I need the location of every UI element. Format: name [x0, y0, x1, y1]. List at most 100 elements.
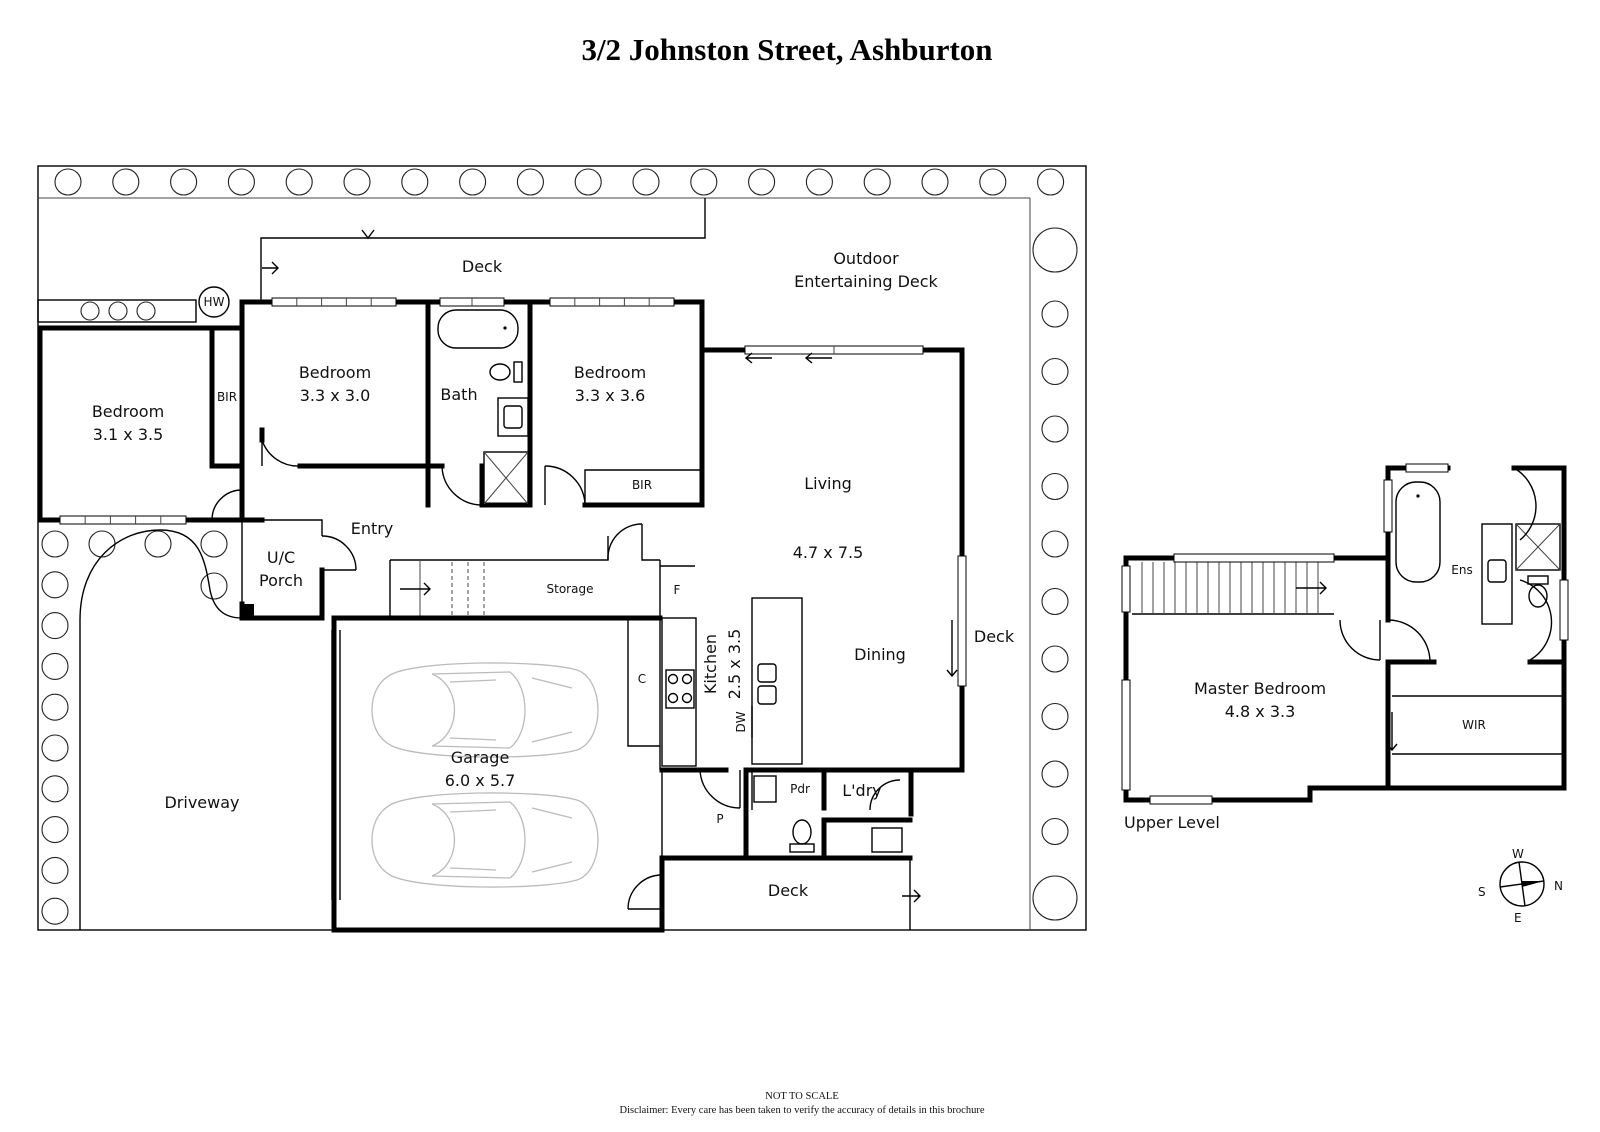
tree-icon [516, 168, 544, 196]
compass-e: E [1514, 911, 1522, 925]
toilet-cistern-icon [1527, 575, 1549, 585]
tree-icon [41, 652, 69, 680]
tree-icon [1041, 530, 1069, 558]
shrub-row [80, 301, 156, 321]
bedroom-right-size: 3.3 x 3.6 [575, 386, 646, 405]
tree-row-top [54, 168, 1065, 196]
tree-icon [574, 168, 602, 196]
bath-label: Bath [440, 385, 477, 404]
bir-right-label: BIR [632, 478, 652, 492]
vanity-icon [1481, 523, 1513, 625]
stairs-arrow-icon [1296, 581, 1327, 595]
hot-water-unit-icon [198, 286, 230, 318]
tree-icon [1041, 645, 1069, 673]
vanity-icon [497, 397, 529, 437]
tree-icon [41, 693, 69, 721]
tree-icon [41, 734, 69, 762]
arrow-icon [361, 229, 375, 240]
tree-icon [979, 168, 1007, 196]
ensuite-label: Ens [1451, 563, 1472, 577]
shower-icon [1515, 523, 1561, 571]
sliding-door [957, 555, 967, 687]
bedroom-left-name: Bedroom [92, 402, 164, 421]
arrow-icon [1386, 712, 1398, 752]
bedroom-mid-size: 3.3 x 3.0 [300, 386, 371, 405]
compass-n: N [1554, 879, 1563, 893]
tree-icon [401, 168, 429, 196]
storage-wall [390, 536, 609, 561]
bir-right-outline [584, 469, 702, 505]
tree-icon [41, 571, 69, 599]
tree-icon [1041, 357, 1069, 386]
kitchen-island [751, 597, 803, 765]
bath-wall [479, 299, 533, 508]
disclaimer-text: Disclaimer: Every care has been taken to… [619, 1105, 984, 1116]
door-swing [441, 465, 483, 506]
tree-icon [863, 168, 891, 196]
stairs-up-arrow-icon [400, 582, 431, 596]
tree-icon [88, 530, 116, 558]
basin-icon [753, 775, 777, 803]
storage-label: Storage [547, 582, 594, 596]
bedroom-mid-name: Bedroom [299, 363, 371, 382]
compass-ring [1499, 861, 1545, 907]
door-swing [627, 874, 663, 910]
tub-drain-icon [503, 326, 507, 330]
burner-icon [667, 692, 679, 704]
car-icon [371, 792, 599, 888]
upper-wall [1385, 465, 1451, 623]
entry-wall [242, 519, 323, 536]
sink-icon [757, 685, 777, 705]
door-swing [211, 489, 243, 521]
shrub-icon [136, 301, 156, 321]
burner-icon [681, 673, 693, 685]
living-name: Living [804, 474, 852, 493]
master-bedroom-name: Master Bedroom [1194, 679, 1326, 698]
tree-icon [41, 530, 69, 558]
tree-icon [1041, 300, 1069, 328]
upper-floor: Master Bedroom 4.8 x 3.3 Ens WIR Upper L… [1121, 463, 1569, 832]
wall [743, 767, 914, 817]
master-bedroom-size: 4.8 x 3.3 [1225, 702, 1296, 721]
wir-label: WIR [1462, 718, 1486, 732]
not-to-scale-label: NOT TO SCALE [765, 1091, 839, 1102]
bathtub-icon [1395, 481, 1441, 583]
sink-icon [757, 663, 777, 683]
tree-icon [748, 168, 776, 196]
window [1559, 579, 1569, 641]
basin-icon [503, 405, 523, 429]
tree-icon [54, 168, 82, 196]
window [59, 515, 187, 525]
window [271, 297, 397, 307]
cupboard-outline [627, 618, 660, 747]
porch-label-1: U/C [267, 548, 295, 567]
upper-stairs [1141, 562, 1319, 614]
window [1383, 479, 1393, 533]
ground-floor: HW [37, 165, 1087, 933]
arrow-icon [902, 889, 921, 903]
bedroom-wall [582, 347, 705, 508]
tree-row-right [1041, 300, 1069, 846]
shrub-icon [108, 301, 128, 321]
upper-level-label: Upper Level [1124, 813, 1220, 832]
laundry-label: L'dry [842, 781, 882, 800]
deck-top-label: Deck [462, 257, 503, 276]
tree-icon [112, 168, 140, 196]
bedroom-wall [297, 299, 431, 469]
tree-icon [1041, 587, 1069, 616]
toilet-icon [792, 819, 812, 845]
shower-cross [483, 451, 529, 505]
door-swing [321, 535, 357, 571]
trough-icon [871, 827, 903, 853]
shrub-large-icon [1032, 227, 1078, 273]
door-swing [699, 769, 741, 809]
door-swing [1519, 579, 1553, 661]
window [549, 297, 675, 307]
entry-label: Entry [351, 519, 394, 538]
porch-label-2: Porch [259, 571, 303, 590]
powder-label: Pdr [790, 782, 810, 796]
toilet-icon [1528, 584, 1548, 608]
post [242, 604, 254, 618]
tree-icon [343, 168, 371, 196]
bedroom-left-size: 3.1 x 3.5 [93, 425, 164, 444]
